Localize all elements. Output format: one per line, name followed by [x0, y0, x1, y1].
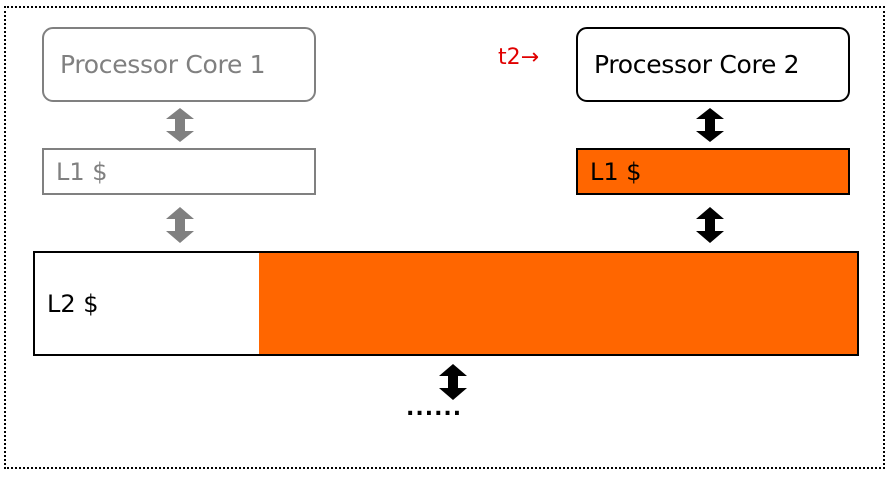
system-boundary	[4, 6, 885, 469]
processor-core-1: Processor Core 1	[42, 27, 316, 102]
l1-cache-core-1: L1 $	[42, 148, 316, 195]
arrow-shape	[439, 364, 467, 400]
arrow-shape	[166, 207, 194, 243]
time-marker-t2: t2→	[498, 45, 540, 70]
core2-l1-arrow-icon	[696, 108, 724, 142]
arrow-shape	[696, 108, 724, 142]
continuation-ellipsis: ......	[406, 396, 463, 421]
l1-cache-core-2: L1 $	[576, 148, 850, 195]
core1-l1-arrow-icon	[166, 108, 194, 142]
l2-memory-arrow-icon	[439, 364, 467, 400]
l1-cache-core-2-label: L1 $	[590, 157, 642, 186]
core2-l1-l2-arrow-icon	[696, 207, 724, 243]
l2-cache-label: L2 $	[47, 289, 99, 318]
core1-l1-l2-arrow-icon	[166, 207, 194, 243]
arrow-shape	[696, 207, 724, 243]
processor-core-1-label: Processor Core 1	[60, 50, 266, 79]
l2-cache-filled-region	[259, 253, 857, 354]
arrow-shape	[166, 108, 194, 142]
processor-core-2-label: Processor Core 2	[594, 50, 800, 79]
processor-core-2: Processor Core 2	[576, 27, 850, 102]
l2-cache: L2 $	[33, 251, 859, 356]
l1-cache-core-1-label: L1 $	[56, 157, 108, 186]
